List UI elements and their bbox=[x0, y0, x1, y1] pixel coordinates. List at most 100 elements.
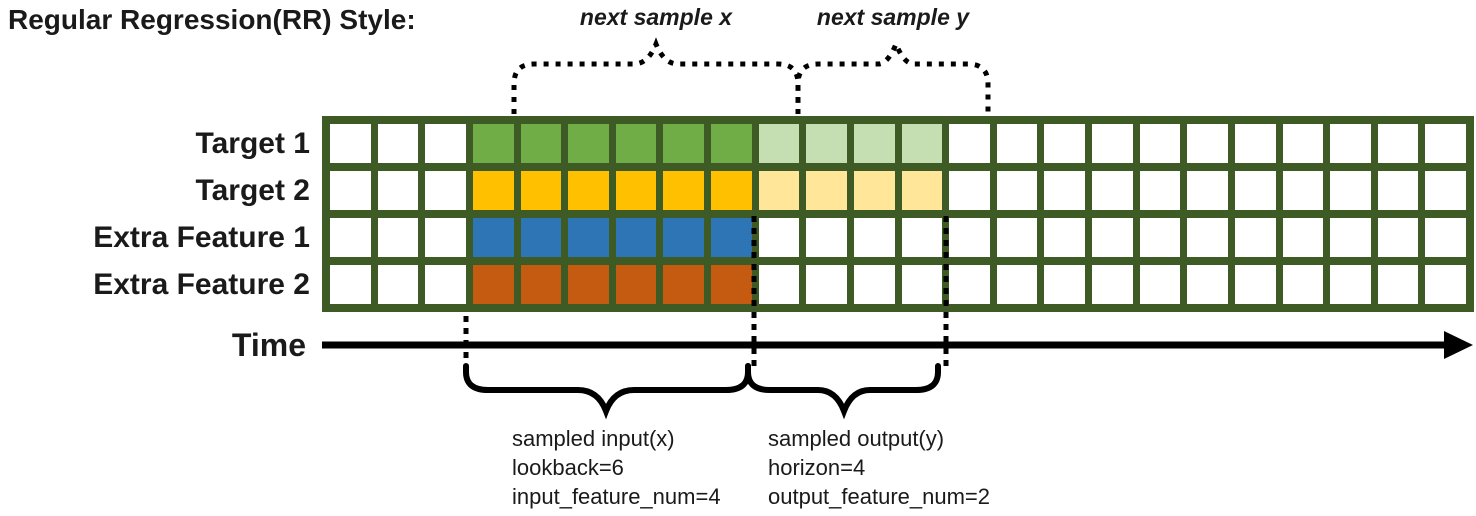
grid-cell bbox=[1425, 265, 1466, 304]
row-label-target-1: Target 1 bbox=[195, 127, 310, 160]
grid-cell bbox=[996, 218, 1038, 257]
grid-cell bbox=[520, 171, 562, 210]
grid-cell bbox=[377, 218, 419, 257]
grid-cell bbox=[711, 218, 752, 257]
grid-cell bbox=[425, 265, 466, 304]
grid-cell bbox=[949, 218, 990, 257]
row-label-extra-feature-1: Extra Feature 1 bbox=[93, 221, 310, 254]
grid-cell bbox=[1139, 265, 1181, 304]
grid-cell bbox=[425, 124, 466, 163]
grid-cell bbox=[1092, 265, 1133, 304]
sampled-input-caption: sampled input(x) lookback=6 input_featur… bbox=[512, 424, 721, 511]
grid-cell bbox=[1282, 218, 1324, 257]
input-caption-line: input_feature_num=4 bbox=[512, 484, 721, 509]
grid-cell bbox=[806, 124, 847, 163]
output-caption-line: horizon=4 bbox=[768, 455, 866, 480]
grid-cell bbox=[1139, 171, 1181, 210]
grid-cell bbox=[615, 218, 657, 257]
grid-row-target-2 bbox=[330, 171, 1466, 210]
grid-cell bbox=[1425, 218, 1466, 257]
grid-cell bbox=[949, 124, 990, 163]
grid-cell bbox=[330, 124, 371, 163]
grid-cell bbox=[1234, 171, 1276, 210]
grid-cell bbox=[663, 124, 704, 163]
grid-row-extra-feature-1 bbox=[330, 218, 1466, 257]
grid-cell bbox=[853, 171, 895, 210]
grid-cell bbox=[330, 218, 371, 257]
grid-cell bbox=[1139, 218, 1181, 257]
output-caption-line: sampled output(y) bbox=[768, 426, 945, 451]
grid-cell bbox=[472, 171, 514, 210]
grid-cell bbox=[758, 265, 800, 304]
grid-cell bbox=[806, 171, 847, 210]
grid-cell bbox=[1377, 124, 1419, 163]
grid-cell bbox=[568, 218, 609, 257]
next-sample-x-brace bbox=[511, 37, 801, 114]
time-axis-arrow-icon bbox=[1444, 331, 1473, 359]
grid-cell bbox=[663, 218, 704, 257]
grid-row-extra-feature-2 bbox=[330, 265, 1466, 304]
sampling-grid bbox=[322, 116, 1474, 312]
grid-cell bbox=[1187, 171, 1228, 210]
grid-cell bbox=[663, 171, 704, 210]
grid-cell bbox=[711, 124, 752, 163]
grid-cell bbox=[1377, 265, 1419, 304]
grid-cell bbox=[949, 171, 990, 210]
grid-cell bbox=[806, 218, 847, 257]
grid-cell bbox=[520, 218, 562, 257]
grid-cell bbox=[615, 265, 657, 304]
grid-cell bbox=[1425, 171, 1466, 210]
grid-cell bbox=[520, 124, 562, 163]
sampled-output-caption: sampled output(y) horizon=4 output_featu… bbox=[768, 424, 990, 511]
grid-cell bbox=[1377, 171, 1419, 210]
grid-cell bbox=[377, 124, 419, 163]
grid-row-target-1 bbox=[330, 124, 1466, 163]
grid-cell bbox=[377, 265, 419, 304]
grid-cell bbox=[901, 265, 943, 304]
row-label-extra-feature-2: Extra Feature 2 bbox=[93, 268, 310, 301]
grid-cell bbox=[1234, 124, 1276, 163]
grid-cell bbox=[472, 124, 514, 163]
grid-cell bbox=[1330, 265, 1371, 304]
grid-cell bbox=[615, 171, 657, 210]
grid-cell bbox=[377, 171, 419, 210]
grid-cell bbox=[1044, 171, 1085, 210]
grid-cell bbox=[853, 218, 895, 257]
grid-cell bbox=[1044, 265, 1085, 304]
grid-cell bbox=[472, 218, 514, 257]
grid-cell bbox=[1377, 218, 1419, 257]
grid-cell bbox=[330, 265, 371, 304]
time-axis-label: Time bbox=[231, 327, 306, 363]
grid-cell bbox=[996, 265, 1038, 304]
grid-cell bbox=[472, 265, 514, 304]
grid-cell bbox=[425, 171, 466, 210]
grid-cell bbox=[711, 265, 752, 304]
sampled-output-brace bbox=[745, 363, 941, 420]
grid-cell bbox=[568, 171, 609, 210]
grid-cell bbox=[1187, 265, 1228, 304]
input-caption-line: lookback=6 bbox=[512, 455, 624, 480]
grid-cell bbox=[1330, 218, 1371, 257]
next-sample-x-label: next sample x bbox=[579, 4, 733, 30]
output-caption-line: output_feature_num=2 bbox=[768, 484, 991, 509]
grid-cell bbox=[1187, 124, 1228, 163]
grid-cell bbox=[1282, 171, 1324, 210]
next-sample-y-label: next sample y bbox=[816, 4, 970, 30]
grid-cell bbox=[853, 124, 895, 163]
grid-cell bbox=[1092, 124, 1133, 163]
grid-cell bbox=[758, 171, 800, 210]
grid-cell bbox=[806, 265, 847, 304]
grid-cell bbox=[663, 265, 704, 304]
grid-cell bbox=[568, 265, 609, 304]
grid-cell bbox=[996, 171, 1038, 210]
grid-cell bbox=[1330, 171, 1371, 210]
grid-cell bbox=[758, 124, 800, 163]
grid-cell bbox=[520, 265, 562, 304]
grid-cell bbox=[1234, 265, 1276, 304]
grid-cell bbox=[758, 218, 800, 257]
grid-cell bbox=[615, 124, 657, 163]
grid-cell bbox=[901, 171, 943, 210]
input-caption-line: sampled input(x) bbox=[512, 426, 675, 451]
grid-cell bbox=[330, 171, 371, 210]
